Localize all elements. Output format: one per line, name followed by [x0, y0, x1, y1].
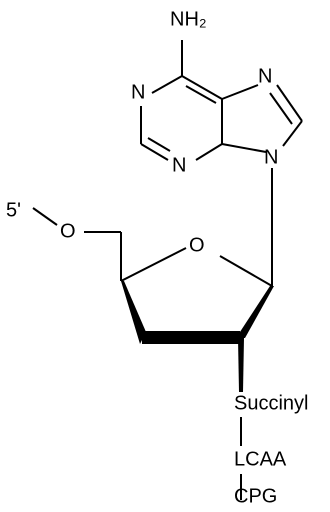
atom-label-n1: N — [131, 81, 145, 103]
atom-label-five-prime-oxygen: O — [60, 220, 76, 242]
wedge-bond-c3-linker — [238, 338, 244, 392]
linker-label-lcaa: LCAA — [234, 448, 287, 470]
sugar-ring-bonds — [120, 232, 274, 344]
wedge-bond-c4-c3 — [121, 281, 146, 344]
atom-label-n9: N — [264, 146, 278, 168]
atom-label-n3: N — [172, 154, 186, 176]
pyrimidine-ring-bonds — [140, 40, 223, 161]
five-prime-chain-bonds — [32, 207, 121, 233]
three-prime-linker-bonds — [238, 338, 244, 500]
bold-bond-c3-c2 — [142, 331, 240, 344]
linker-label-cpg: CPG — [234, 485, 277, 507]
atom-label-n7: N — [258, 65, 272, 87]
atom-label-nh2: NH₂ — [170, 8, 207, 30]
atom-label-ring-oxygen: O — [189, 234, 205, 256]
linker-label-succinyl: Succinyl — [234, 392, 308, 414]
imidazole-ring-bonds — [221, 84, 303, 153]
label-five-prime: 5' — [6, 199, 21, 221]
wedge-bond-c2-c1 — [236, 286, 274, 338]
